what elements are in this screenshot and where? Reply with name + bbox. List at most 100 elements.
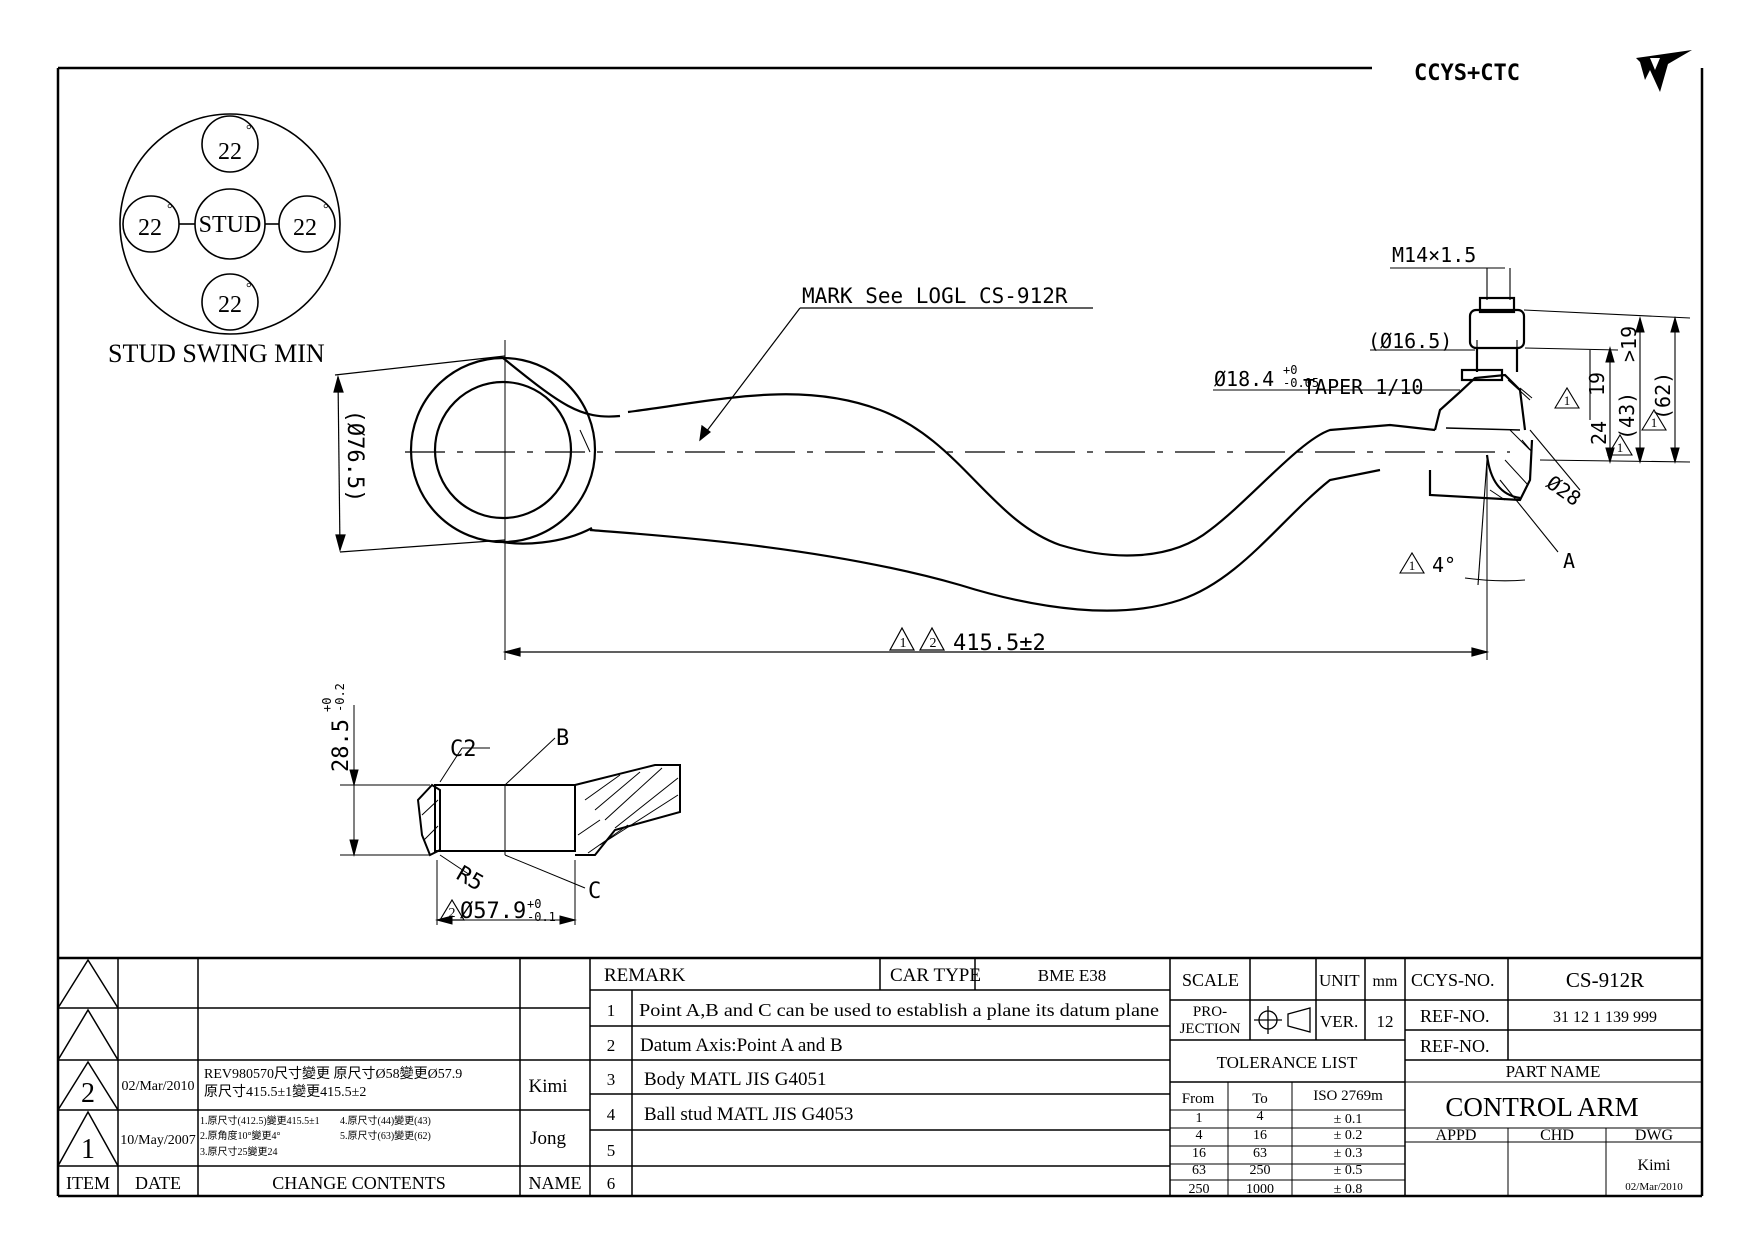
- tol-to-2: 16: [1253, 1128, 1267, 1143]
- rev-content-2a: REV980570尺寸變更 原尺寸Ø58變更Ø57.9: [204, 1066, 462, 1082]
- ref-value-1: 31 12 1 139 999: [1553, 1009, 1657, 1026]
- d24-label: 24: [1587, 421, 1611, 445]
- tol-from-4: 63: [1192, 1163, 1206, 1178]
- control-arm-outline: [409, 296, 1534, 612]
- tol-to-1: 4: [1257, 1109, 1264, 1124]
- remark-label: REMARK: [604, 965, 686, 986]
- d43-label: (43): [1615, 392, 1639, 440]
- length-label: 415.5±2: [953, 631, 1046, 656]
- point-c-label: C: [588, 879, 601, 904]
- ref-label-1: REF-NO.: [1420, 1006, 1490, 1026]
- projection-symbol-icon: [1254, 1006, 1311, 1034]
- section-hatch: [421, 767, 679, 854]
- remark-text-3: Body MATL JIS G4051: [644, 1069, 826, 1090]
- rev-header-content: CHANGE CONTENTS: [272, 1173, 446, 1193]
- title-block: [57, 956, 1702, 1196]
- dgt19-label: >19: [1617, 326, 1641, 362]
- dim-length: [502, 626, 1490, 657]
- degree-sign-bottom: °: [246, 281, 252, 296]
- tol-to-5: 1000: [1246, 1182, 1274, 1197]
- rev-content-1b: 2.原角度10°變更4°: [200, 1129, 281, 1142]
- rev-item-2: 2: [81, 1078, 95, 1109]
- rev-content-1e: 5.原尺寸(63)變更(62): [340, 1129, 431, 1142]
- mark-note: MARK See LOGL CS-912R: [802, 284, 1068, 308]
- tolerance-title: TOLERANCE LIST: [1217, 1053, 1358, 1072]
- tol-value-3: ± 0.3: [1334, 1146, 1363, 1161]
- logo-text: CCYS+CTC: [1414, 61, 1520, 86]
- stud-label: STUD: [199, 212, 262, 238]
- bore-tol-upper: +0: [527, 897, 541, 911]
- rev2-marker-length: 2: [930, 636, 937, 651]
- tol-value-4: ± 0.5: [1334, 1163, 1363, 1178]
- stud-angle-top: 22: [218, 139, 242, 165]
- rev1-marker-b: 1: [1617, 440, 1624, 455]
- remark-no-3: 3: [607, 1070, 616, 1089]
- tol-header-from: From: [1182, 1091, 1215, 1107]
- dim-eye-diameter: [333, 355, 506, 553]
- rev1-marker-d: 1: [1409, 558, 1416, 573]
- part-name-value: CONTROL ARM: [1445, 1092, 1638, 1122]
- rev-content-1d: 4.原尺寸(44)變更(43): [340, 1114, 431, 1127]
- chd-label: CHD: [1540, 1127, 1574, 1144]
- tol-from-5: 250: [1189, 1182, 1210, 1197]
- thread-label: M14×1.5: [1392, 243, 1476, 267]
- degree-sign-left: °: [167, 202, 173, 217]
- rev-item-1: 1: [81, 1134, 95, 1165]
- version-label: VER.: [1320, 1012, 1358, 1031]
- angle-label: 4°: [1432, 553, 1456, 577]
- rev1-marker-length: 1: [900, 636, 907, 651]
- degree-sign-top: °: [246, 123, 252, 138]
- height-label: 28.5: [329, 719, 354, 772]
- remark-no-4: 4: [607, 1105, 616, 1124]
- rev-date-1: 10/May/2007: [120, 1133, 195, 1148]
- height-tol-lower: -0.2: [333, 683, 347, 712]
- taper-diameter-label: Ø18.4: [1214, 367, 1274, 391]
- ball-joint-hatch: [1489, 379, 1533, 501]
- tol-from-1: 1: [1196, 1111, 1203, 1126]
- d165-label: (Ø16.5): [1368, 329, 1452, 353]
- remark-text-1: Point A,B and C can be used to establish…: [639, 1000, 1159, 1020]
- height-tol-upper: +0: [320, 698, 334, 712]
- car-type-value: BME E38: [1038, 966, 1106, 985]
- remark-no-6: 6: [607, 1174, 616, 1193]
- rev-header-name: NAME: [529, 1173, 582, 1193]
- eye-diameter-label: (Ø76.5): [342, 410, 367, 503]
- d62-label: (62): [1651, 372, 1675, 420]
- logo-mark-icon: [1636, 50, 1692, 92]
- tol-to-4: 250: [1250, 1163, 1271, 1178]
- projection-label-1: PRO-: [1193, 1004, 1227, 1020]
- tol-value-5: ± 0.8: [1334, 1182, 1363, 1197]
- car-type-label: CAR TYPE: [890, 965, 981, 986]
- remark-no-5: 5: [607, 1141, 616, 1160]
- dims-ball-joint: [1213, 267, 1691, 586]
- taper-tol-lower: -0.05: [1283, 376, 1319, 390]
- rev1-marker-c: 1: [1651, 415, 1658, 430]
- part-name-label: PART NAME: [1506, 1062, 1601, 1081]
- remark-no-1: 1: [607, 1001, 616, 1020]
- remark-text-2: Datum Axis:Point A and B: [640, 1035, 843, 1056]
- rev-name-1: Jong: [530, 1128, 566, 1149]
- unit-label: UNIT: [1319, 971, 1360, 990]
- bore-tol-lower: -0.1: [527, 910, 556, 924]
- degree-sign-right: °: [323, 202, 329, 217]
- remark-no-2: 2: [607, 1036, 616, 1055]
- dwg-name: Kimi: [1638, 1157, 1671, 1174]
- ref-label-2: REF-NO.: [1420, 1036, 1490, 1056]
- rev-date-2: 02/Mar/2010: [121, 1079, 194, 1094]
- company-logo: CCYS+CTC: [1414, 50, 1692, 92]
- chamfer-label: C2: [450, 737, 477, 762]
- projection-label-2: JECTION: [1180, 1021, 1241, 1037]
- scale-label: SCALE: [1182, 970, 1239, 990]
- tol-to-3: 63: [1253, 1146, 1267, 1161]
- tol-value-1: ± 0.1: [1334, 1112, 1363, 1127]
- d19-label: 19: [1585, 372, 1609, 396]
- rev1-marker-a: 1: [1564, 393, 1571, 408]
- stud-swing-caption: STUD SWING MIN: [108, 339, 325, 368]
- section-view: [340, 705, 681, 925]
- rev-content-1a: 1.原尺寸(412.5)變更415.5±1: [200, 1114, 320, 1127]
- rev-header-item: ITEM: [66, 1173, 110, 1193]
- stud-angle-right: 22: [293, 215, 317, 241]
- point-a-label: A: [1563, 549, 1575, 573]
- stud-angle-left: 22: [138, 215, 162, 241]
